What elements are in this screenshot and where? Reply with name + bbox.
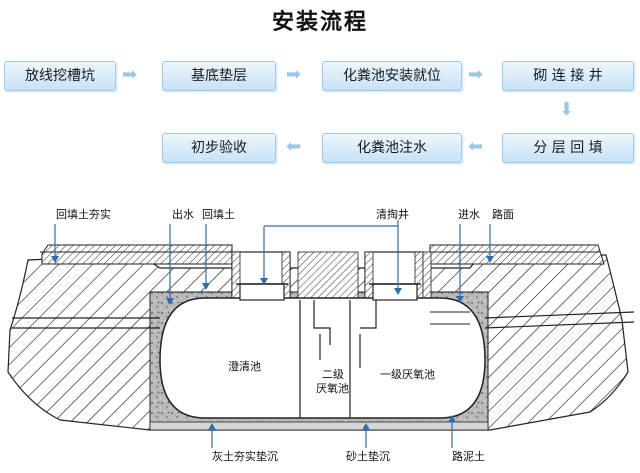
sand-cushion	[149, 421, 489, 431]
arrow-down-icon: ⬇	[559, 99, 575, 120]
page-title: 安装流程	[271, 9, 368, 35]
leader-arrowheads	[51, 256, 494, 430]
step-acceptance: 初步验收	[162, 133, 276, 163]
label-backfill-tamp: 回填土夯实	[56, 207, 111, 221]
label-cleanout-well: 清掏井	[376, 207, 409, 221]
label-secondary-anaerobic: 二级	[322, 368, 344, 381]
label-inlet: 进水	[458, 208, 480, 221]
inlet-pipe	[484, 311, 635, 319]
arrow-right-icon: ➡	[468, 64, 484, 85]
label-outlet: 出水	[172, 207, 194, 221]
step-install-tank: 化粪池安装就位	[322, 61, 462, 91]
step-fill-water: 化粪池注水	[322, 133, 462, 163]
step-excavate: 放线挖槽坑	[4, 61, 116, 91]
road-surface	[41, 244, 233, 265]
arrow-left-icon: ⬅	[286, 136, 302, 157]
label-road-surface: 路面	[492, 208, 514, 221]
label-primary-anaerobic: 一级厌氧池	[380, 367, 435, 381]
label-lime-soil: 灰土夯实垫沉	[212, 449, 278, 463]
step-layered-backfill: 分 层 回 填	[502, 133, 634, 163]
step-base-cushion: 基底垫层	[162, 61, 276, 91]
label-clarifier: 澄清池	[228, 359, 261, 373]
septic-tank-body	[159, 297, 486, 419]
label-roadbed-soil: 路泥土	[452, 450, 485, 463]
label-secondary-anaerobic-tank: 厌氧池	[316, 381, 349, 395]
leader-lines	[54, 220, 491, 448]
arrow-left-icon: ⬅	[468, 136, 484, 157]
label-sand-soil: 砂土垫沉	[346, 449, 390, 463]
arrow-right-icon: ➡	[286, 64, 302, 85]
label-backfill: 回填土	[202, 207, 235, 221]
step-build-well: 砌 连 接 井	[502, 61, 634, 91]
road-surface	[429, 244, 605, 265]
arrow-right-icon: ➡	[122, 64, 138, 85]
